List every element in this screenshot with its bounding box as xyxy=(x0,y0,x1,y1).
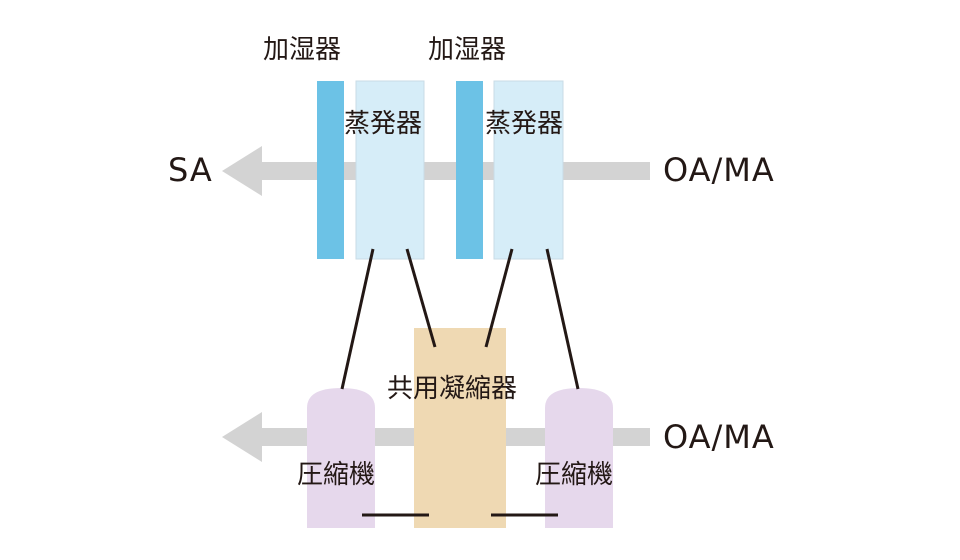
upper-inlet-label: OA/MA xyxy=(663,151,775,189)
humidifier-right xyxy=(456,81,483,259)
compressor-left xyxy=(307,388,375,528)
lower-arrow-head xyxy=(222,412,262,462)
pipe-evap-right-to-compressor-right xyxy=(545,248,580,390)
humidifier-right-label: 加湿器 xyxy=(428,35,506,65)
refrigerant-pipes xyxy=(340,248,580,517)
supply-air-label: SA xyxy=(168,151,213,189)
evaporator-left xyxy=(355,80,425,260)
upper-arrow-head xyxy=(222,146,262,196)
evaporator-right-label: 蒸発器 xyxy=(485,109,563,139)
compressor-left-label: 圧縮機 xyxy=(297,460,375,490)
humidifier-left xyxy=(317,81,344,259)
evaporator-left-label: 蒸発器 xyxy=(344,109,422,139)
upper-airflow-arrow xyxy=(222,146,650,196)
evaporator-right xyxy=(493,80,564,260)
humidifier-left-label: 加湿器 xyxy=(263,35,341,65)
pipe-evap-left-to-compressor-left xyxy=(340,248,375,390)
pipe-evap-right-to-condenser xyxy=(484,248,514,348)
shared-condenser xyxy=(414,328,506,528)
compressor-right-label: 圧縮機 xyxy=(535,460,613,490)
lower-inlet-label: OA/MA xyxy=(663,418,775,456)
pipe-evap-left-to-condenser xyxy=(405,248,437,348)
shared-condenser-label: 共用凝縮器 xyxy=(387,374,517,404)
compressor-right xyxy=(545,388,613,528)
